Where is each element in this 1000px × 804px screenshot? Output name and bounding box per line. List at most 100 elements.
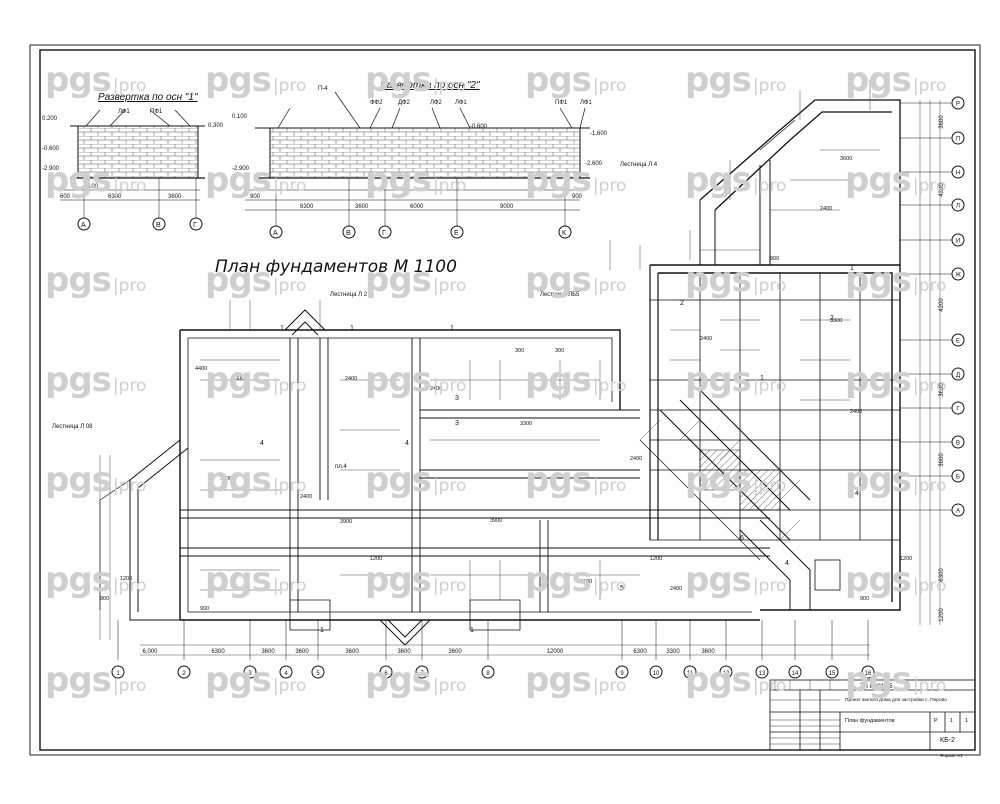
svg-text:К: К [562, 230, 567, 237]
svg-text:2400: 2400 [430, 386, 442, 392]
dimension-lines [99, 80, 941, 656]
svg-text:пл.4: пл.4 [335, 464, 347, 470]
svg-text:П-4: П-4 [318, 86, 328, 92]
level-mark: 0.200 [42, 116, 58, 122]
axis-bubble: И [900, 233, 965, 247]
axis-bubble: 10 [649, 620, 663, 679]
svg-text:1200: 1200 [900, 556, 912, 562]
axis-label: 6 [384, 671, 388, 677]
svg-text:2: 2 [680, 300, 684, 307]
svg-text:1200: 1200 [120, 576, 132, 582]
svg-text:3600: 3600 [840, 156, 852, 162]
svg-text:Лестница Л 08: Лестница Л 08 [52, 424, 93, 430]
axis-label: 16 [865, 671, 872, 677]
axis-bubble: 8 [481, 620, 495, 679]
svg-text:В: В [156, 222, 161, 229]
drawing-code: ТП к 2010-5 [860, 684, 893, 690]
dimension-label: 3600 [939, 115, 945, 129]
axis-bubble: 5 [311, 620, 325, 679]
dimension-label: 3600 [939, 453, 945, 467]
svg-text:ЛФ1: ЛФ1 [580, 100, 592, 106]
axis-label: 4 [284, 671, 288, 677]
axis-label: 12 [723, 671, 730, 677]
svg-text:0.100: 0.100 [232, 114, 248, 120]
section-2-title: Развертка по осн "2" [380, 80, 480, 91]
svg-text:2400: 2400 [345, 376, 357, 382]
svg-text:300: 300 [515, 348, 524, 354]
svg-text:2400: 2400 [630, 456, 642, 462]
axis-label: А [956, 509, 960, 515]
svg-text:900: 900 [860, 596, 869, 602]
dimension: 100 [88, 184, 99, 190]
sheets-count: 1 [965, 718, 968, 724]
axis-label: Б [956, 475, 960, 481]
svg-text:ЛФ1: ЛФ1 [455, 100, 467, 106]
inner-frame [39, 49, 976, 751]
axis-label: 5 [316, 671, 320, 677]
axis-label: Ж [955, 273, 961, 279]
axis-label: 15 [829, 671, 836, 677]
svg-text:Лестница Л 2: Лестница Л 2 [330, 292, 368, 298]
dimension: 600 [60, 194, 71, 200]
svg-text:1200: 1200 [220, 476, 232, 482]
axis-label: 13 [759, 671, 766, 677]
svg-text:Лестница Л 4: Лестница Л 4 [620, 162, 658, 168]
axis-bubble: Д [900, 367, 965, 381]
axis-bubble: 3 [243, 620, 257, 679]
section-2-axes: А В Г Е К [269, 178, 572, 239]
sheet-format: Формат А1 [940, 753, 963, 758]
project-name: Проект жилого дома для застройки с. Перо… [845, 696, 947, 703]
svg-text:1: 1 [320, 627, 324, 634]
svg-text:Лестница ЛБ5: Лестница ЛБ5 [540, 292, 580, 298]
svg-text:2900: 2900 [580, 579, 592, 585]
axis-bubble: 7 [415, 620, 429, 679]
organization: КБ-2 [940, 737, 955, 744]
svg-text:9000: 9000 [500, 204, 514, 210]
svg-text:6300: 6300 [300, 204, 314, 210]
dimension-label: 3600 [448, 649, 462, 655]
svg-text:ПФ1: ПФ1 [555, 100, 568, 106]
title-block [769, 679, 976, 751]
dimension-label: 6300 [939, 568, 945, 582]
axis-bubble: 15 [825, 620, 839, 679]
axis-bubble: 1 [111, 620, 125, 679]
dimension-label: 3600 [939, 383, 945, 397]
dimension-label: 12000 [547, 649, 564, 655]
section-1-wall [77, 125, 199, 179]
svg-text:-2.900: -2.900 [232, 166, 250, 172]
svg-text:2400: 2400 [850, 409, 862, 415]
plan-title: План фундаментов М 1100 [215, 257, 457, 277]
svg-text:1: 1 [470, 627, 474, 634]
axis-bubble: 12 [719, 620, 733, 679]
dimension-label: 6300 [633, 649, 647, 655]
svg-text:6: 6 [740, 535, 744, 542]
svg-text:3: 3 [455, 395, 459, 402]
svg-text:ЛФ2: ЛФ2 [430, 100, 442, 106]
svg-text:3600: 3600 [355, 204, 369, 210]
section-1: Развертка по осн "1" ЛФ1 ПФ1 0.200 -0.60… [42, 92, 224, 231]
svg-text:4400: 4400 [195, 366, 207, 372]
dimension-label: 3600 [295, 649, 309, 655]
sheet-name: План фундаментов [845, 718, 895, 724]
svg-text:4: 4 [405, 440, 409, 447]
axis-bubble: 14 [788, 620, 802, 679]
dimension-label: 3600 [701, 649, 715, 655]
svg-text:2: 2 [830, 315, 834, 322]
axis-bubble: П [900, 131, 965, 145]
axis-label: 7 [420, 671, 424, 677]
axis-label: Е [956, 339, 960, 345]
svg-text:3: 3 [455, 420, 459, 427]
svg-text:1200: 1200 [370, 556, 382, 562]
svg-text:3300: 3300 [520, 421, 532, 427]
axis-label: 1 [116, 671, 120, 677]
svg-text:4: 4 [785, 560, 789, 567]
svg-text:Г: Г [193, 222, 197, 229]
dimension-label: 3300 [666, 649, 680, 655]
svg-text:4: 4 [855, 490, 859, 497]
svg-text:4: 4 [260, 440, 264, 447]
